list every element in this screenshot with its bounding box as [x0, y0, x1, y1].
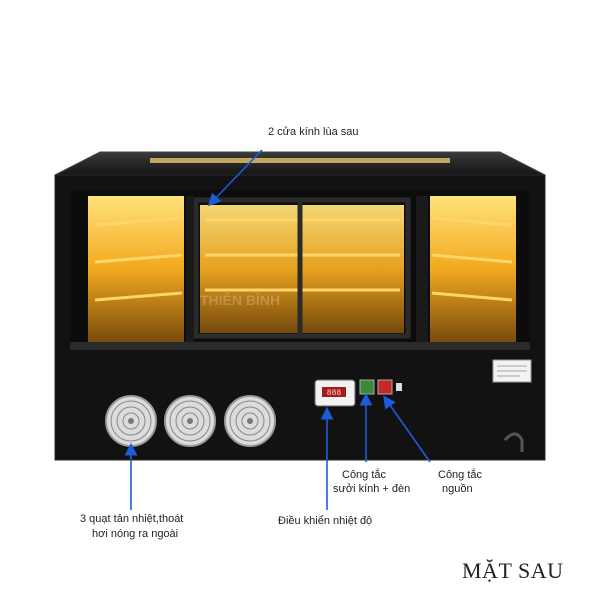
power-switch-callout-line2: nguồn [442, 483, 473, 495]
power-cord [503, 432, 524, 452]
watermark-text: THIÊN BÌNH [200, 291, 280, 308]
annotation-arrows [124, 149, 431, 510]
svg-text:888: 888 [327, 389, 342, 398]
heater-switch [359, 379, 375, 395]
fan-3 [224, 395, 276, 447]
door-post-right [416, 196, 428, 342]
heater-switch-callout-line1: Công tắc [342, 469, 387, 481]
switch-label-plate [396, 383, 402, 391]
power-switch [377, 379, 393, 395]
glass-ledge [70, 342, 530, 350]
fans-callout-line1: 3 quạt tản nhiệt,thoát [80, 513, 184, 525]
sliding-door-right [297, 197, 411, 339]
top-glass [54, 151, 546, 176]
fans-callout-line2: hơi nóng ra ngoài [92, 528, 179, 540]
cooling-fans [105, 395, 276, 447]
temperature-controller-callout: Điều khiển nhiệt độ [278, 515, 373, 527]
fan-2 [164, 395, 216, 447]
rear-doors-callout: 2 cửa kính lùa sau [268, 126, 359, 138]
door-post-left [186, 196, 194, 342]
top-light-strip [150, 158, 450, 163]
fan-1 [105, 395, 157, 447]
power-switch-callout-line1: Công tắc [438, 469, 483, 481]
view-title: MẶT SAU [462, 558, 564, 583]
heater-switch-callout-line2: sưởi kính + đèn [333, 483, 411, 495]
temperature-controller: 888 [314, 379, 356, 407]
